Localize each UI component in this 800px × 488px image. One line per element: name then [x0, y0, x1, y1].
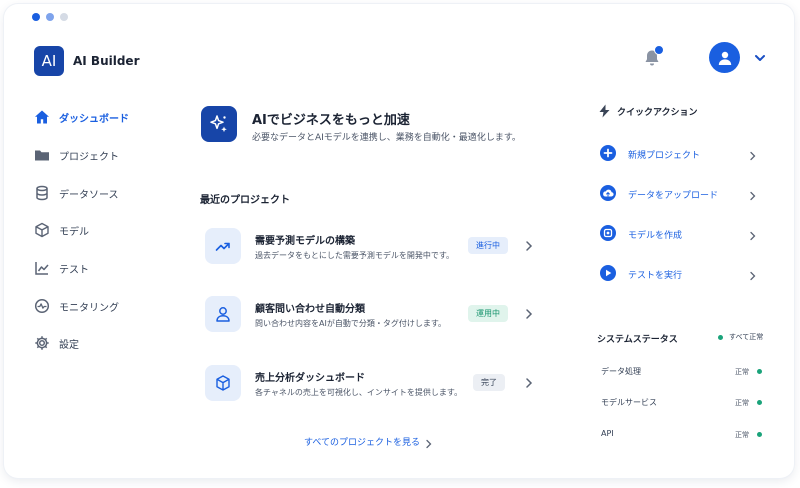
chevron-down-icon[interactable] — [753, 50, 767, 64]
status-dot — [718, 334, 723, 340]
project-card[interactable]: 需要予測モデルの構築 過去データをもとにした需要予測モデルを開発中です。 進行中 — [205, 228, 540, 268]
sidebar-item-label: データソース — [59, 189, 119, 201]
chevron-right-icon — [748, 147, 758, 161]
quick-actions-header: クイックアクション — [598, 104, 698, 118]
project-card[interactable]: 売上分析ダッシュボード 各チャネルの売上を可視化し、インサイトを提供します。 完… — [205, 365, 540, 405]
status-badge: 進行中 — [468, 237, 508, 254]
status-row: モデルサービス 正常 — [601, 397, 763, 411]
project-description: 各チャネルの売上を可視化し、インサイトを提供します。 — [255, 388, 463, 397]
sidebar-item-projects[interactable]: プロジェクト — [34, 144, 119, 166]
quick-action-run-test[interactable]: テストを実行 — [600, 264, 760, 284]
folder-icon — [34, 147, 50, 163]
play-icon — [600, 265, 616, 281]
sidebar-item-tests[interactable]: テスト — [34, 257, 89, 279]
cube-icon — [34, 222, 50, 238]
quick-action-new-project[interactable]: 新規プロジェクト — [600, 144, 760, 164]
status-row: API 正常 — [601, 429, 763, 443]
cloud-upload-icon — [600, 185, 616, 201]
window-dot-1[interactable] — [32, 13, 40, 21]
home-icon — [34, 109, 50, 125]
person-icon — [205, 296, 241, 332]
sidebar-item-label: プロジェクト — [59, 151, 119, 163]
recent-projects-title: 最近のプロジェクト — [200, 195, 290, 206]
sidebar-item-label: モニタリング — [59, 302, 119, 314]
status-row: データ処理 正常 — [601, 366, 763, 380]
user-icon — [718, 51, 731, 65]
trend-up-icon — [205, 228, 241, 264]
status-value: 正常 — [735, 368, 749, 376]
gear-icon — [34, 335, 50, 351]
status-value: 正常 — [735, 431, 749, 439]
app-window — [4, 4, 794, 478]
quick-action-label: 新規プロジェクト — [628, 151, 701, 161]
sidebar-item-label: テスト — [59, 264, 89, 276]
chevron-right-icon[interactable] — [523, 306, 535, 320]
status-overall-label: すべて正常 — [729, 333, 764, 341]
system-status-title: システムステータス — [597, 335, 678, 345]
quick-action-label: テストを実行 — [628, 271, 683, 281]
sidebar-item-models[interactable]: モデル — [34, 219, 89, 241]
hero-title: AIでビジネスをもっと加速 — [252, 113, 410, 128]
project-name: 需要予測モデルの構築 — [255, 236, 355, 247]
database-icon — [34, 185, 50, 201]
project-description: 過去データをもとにした需要予測モデルを開発中です。 — [255, 251, 455, 260]
status-name: API — [601, 429, 614, 438]
status-dot — [757, 432, 762, 437]
window-dot-3[interactable] — [60, 13, 68, 21]
notification-dot — [654, 45, 664, 55]
window-controls — [32, 13, 68, 21]
status-name: データ処理 — [601, 367, 641, 376]
lightning-icon — [598, 104, 611, 118]
hero-subtitle: 必要なデータとAIモデルを連携し、業務を自動化・最適化します。 — [252, 133, 521, 143]
sidebar-item-monitoring[interactable]: モニタリング — [34, 295, 119, 317]
status-badge: 完了 — [473, 374, 505, 391]
sidebar-item-dashboard[interactable]: ダッシュボード — [34, 106, 129, 128]
chart-line-icon — [34, 260, 50, 276]
quick-action-label: データをアップロード — [628, 191, 719, 201]
app-logo: AI — [34, 46, 64, 76]
chevron-right-icon — [748, 187, 758, 201]
system-status-overall: すべて正常 — [718, 332, 763, 342]
model-icon — [600, 225, 616, 241]
project-name: 売上分析ダッシュボード — [255, 373, 365, 384]
status-value: 正常 — [735, 399, 749, 407]
status-dot — [757, 369, 762, 374]
window-dot-2[interactable] — [46, 13, 54, 21]
quick-action-label: モデルを作成 — [628, 231, 683, 241]
project-name: 顧客問い合わせ自動分類 — [255, 304, 365, 315]
sidebar-item-data-sources[interactable]: データソース — [34, 182, 119, 204]
quick-actions-title: クイックアクション — [617, 107, 698, 118]
sidebar-item-label: モデル — [59, 226, 89, 238]
chevron-right-icon[interactable] — [523, 375, 535, 389]
project-description: 問い合わせ内容をAIが自動で分類・タグ付けします。 — [255, 319, 447, 328]
sidebar-item-label: 設定 — [59, 339, 79, 351]
sparkle-icon — [201, 106, 237, 142]
plus-icon — [600, 145, 616, 161]
sidebar-item-settings[interactable]: 設定 — [34, 332, 79, 354]
project-card[interactable]: 顧客問い合わせ自動分類 問い合わせ内容をAIが自動で分類・タグ付けします。 運用… — [205, 296, 540, 336]
status-dot — [757, 400, 762, 405]
pulse-icon — [34, 298, 50, 314]
chevron-right-icon[interactable] — [424, 435, 434, 449]
status-badge: 運用中 — [468, 305, 508, 322]
sidebar-item-label: ダッシュボード — [59, 113, 129, 125]
status-name: モデルサービス — [601, 398, 657, 407]
quick-action-create-model[interactable]: モデルを作成 — [600, 224, 760, 244]
quick-action-upload-data[interactable]: データをアップロード — [600, 184, 760, 204]
avatar[interactable] — [709, 42, 740, 73]
chevron-right-icon[interactable] — [523, 238, 535, 252]
app-name: AI Builder — [73, 54, 140, 68]
chevron-right-icon — [748, 227, 758, 241]
see-all-projects-link[interactable]: すべてのプロジェクトを見る — [304, 438, 421, 448]
chevron-right-icon — [748, 267, 758, 281]
box-icon — [205, 365, 241, 401]
